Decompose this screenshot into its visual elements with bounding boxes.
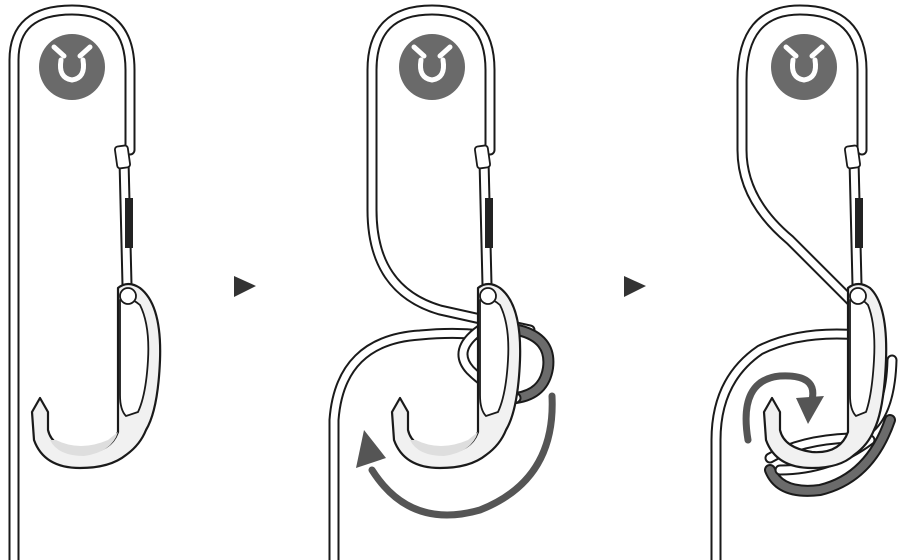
motion-arrow-step-2	[356, 392, 556, 519]
rope-hook-icon	[51, 44, 93, 83]
rope-hook-icon	[783, 44, 825, 83]
play-triangle-icon	[624, 276, 646, 297]
rope-tail-step-1	[114, 144, 133, 291]
rope-step-1	[8, 4, 136, 560]
hook-step-3	[762, 282, 888, 470]
rope-tail-step-3	[844, 144, 863, 291]
rope-hook-badge-step-1	[39, 34, 105, 100]
panel-step-2	[328, 4, 556, 560]
hook-step-2	[390, 282, 522, 470]
panel-step-3	[710, 4, 898, 560]
hook-step-1	[30, 282, 162, 470]
rope-hook-badge-step-2	[399, 34, 465, 100]
rope-hook-badge-step-3	[771, 34, 837, 100]
play-triangle-icon	[234, 276, 256, 297]
motion-arrow-step-3	[742, 372, 824, 444]
panel-step-1	[8, 4, 162, 560]
rope-hook-icon	[411, 44, 453, 83]
rope-tail-step-2	[474, 144, 493, 291]
